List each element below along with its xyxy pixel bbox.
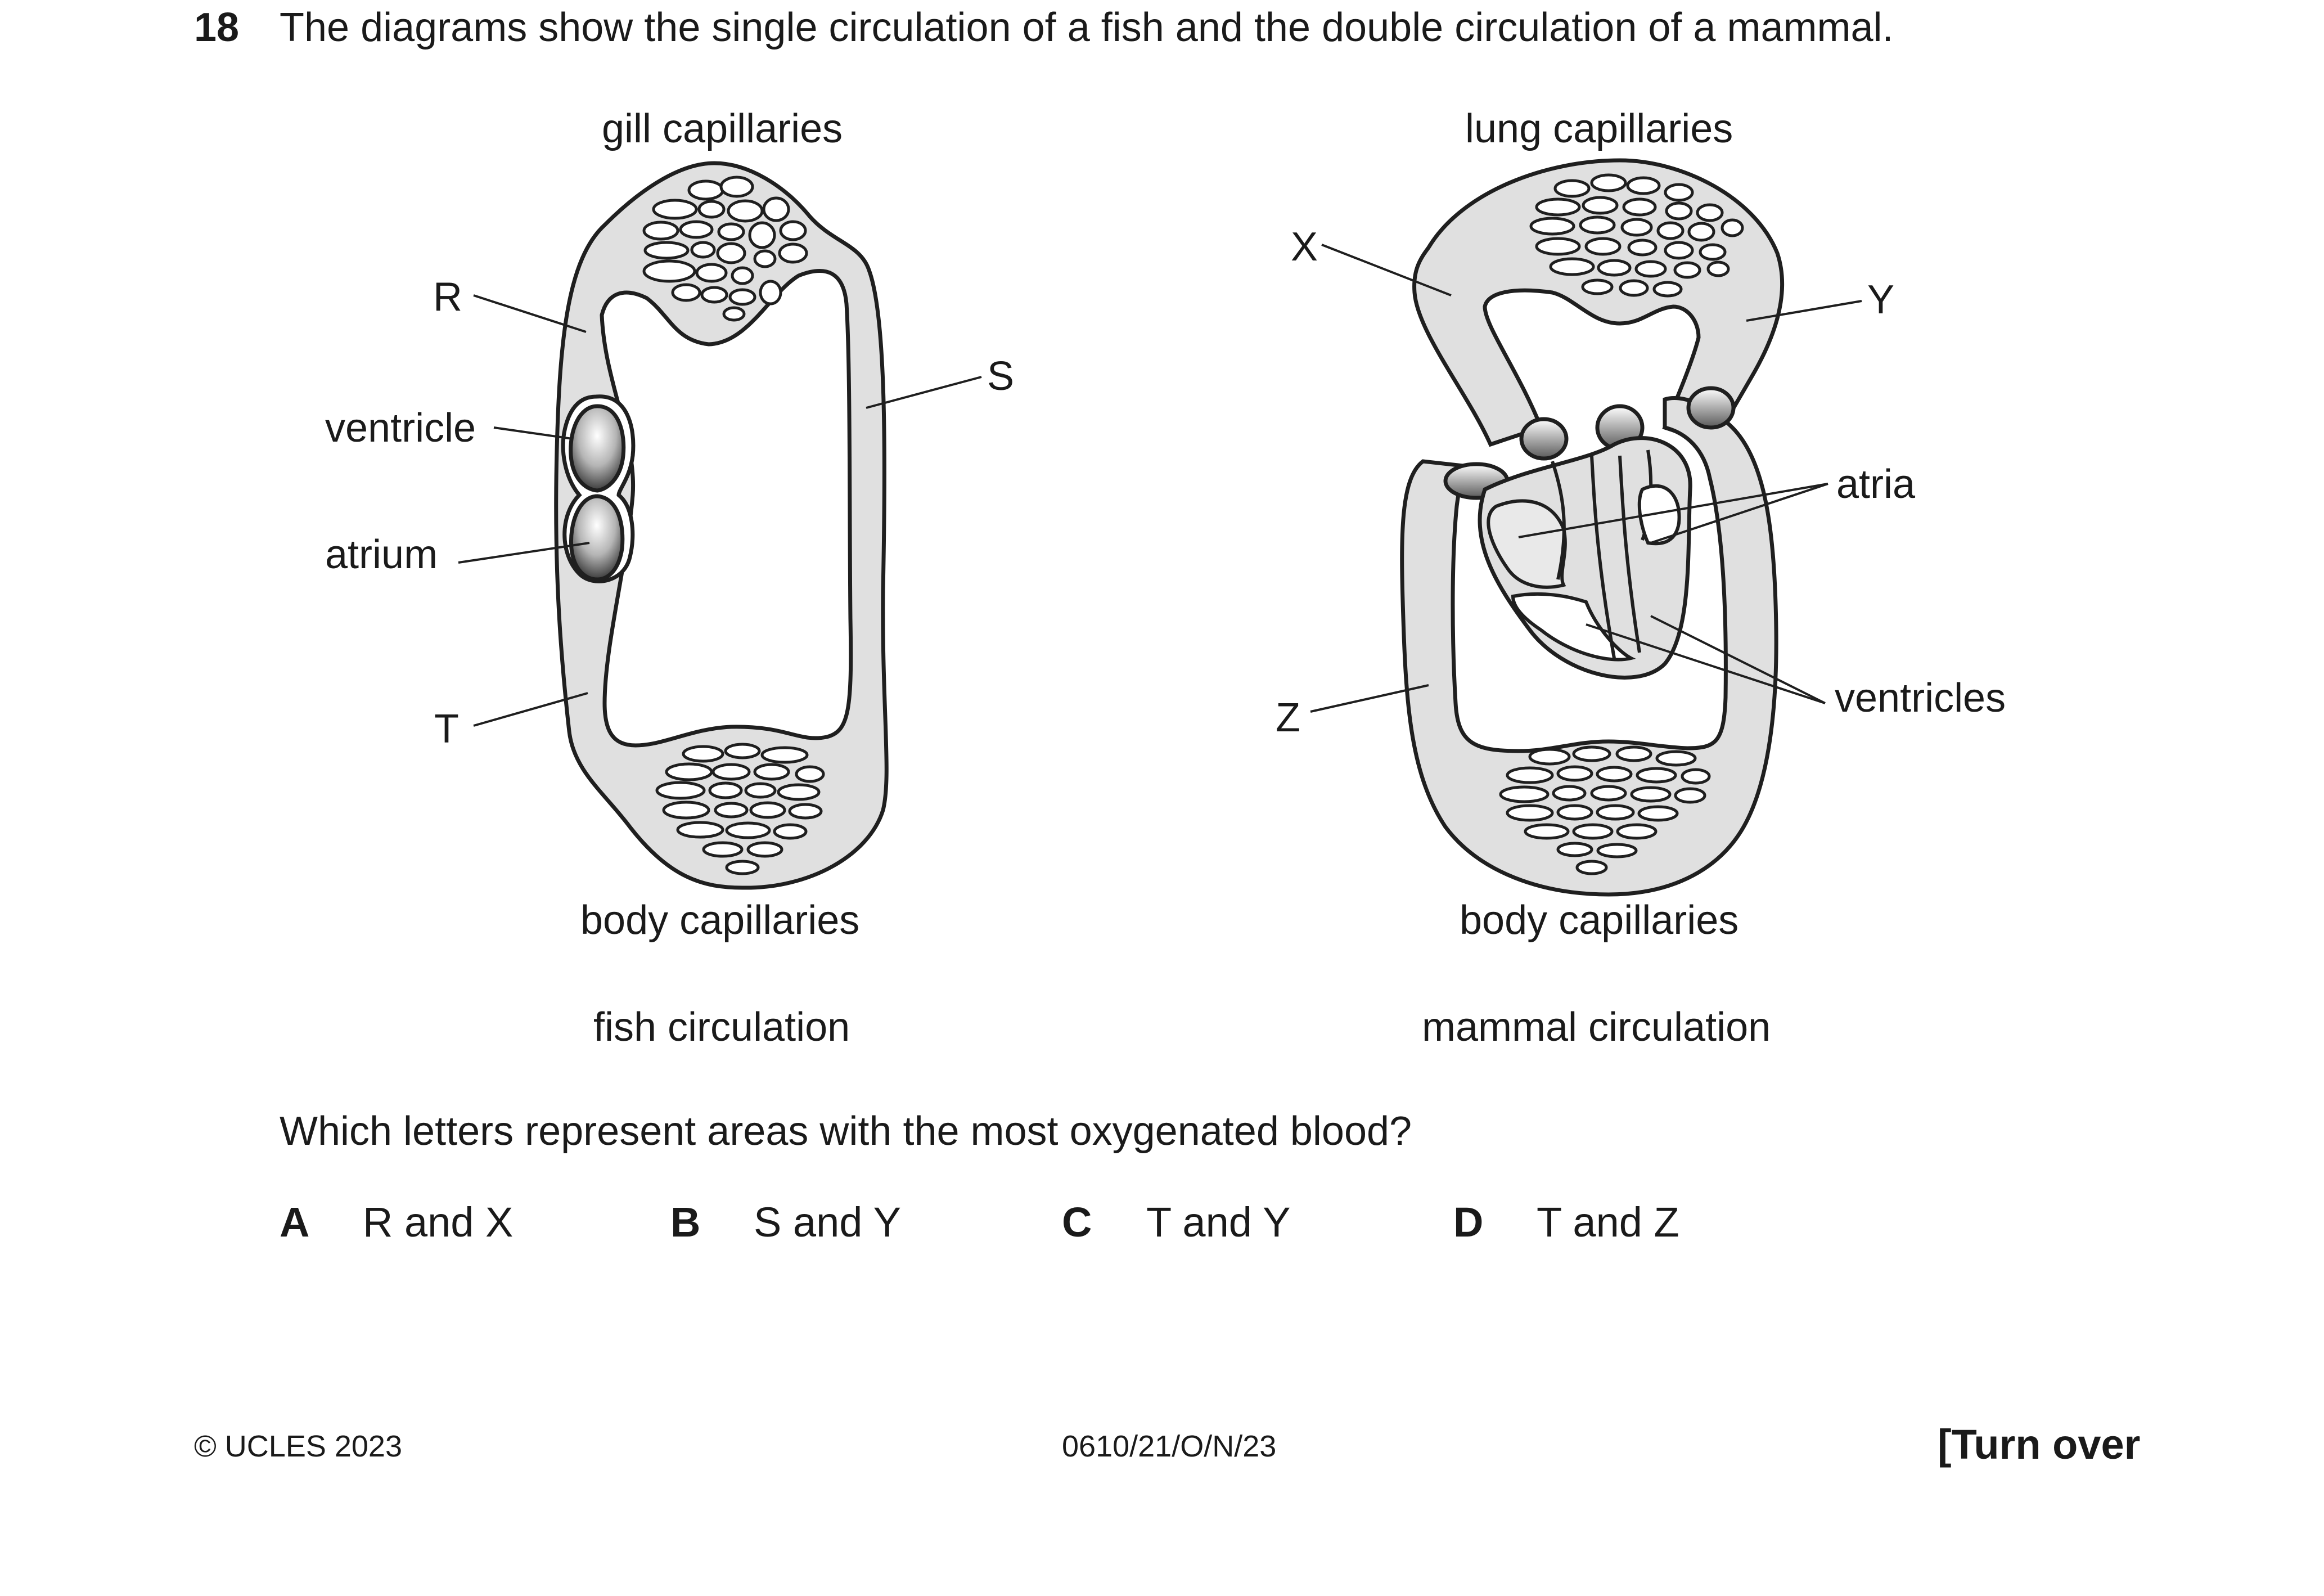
heart-left-atrium bbox=[1487, 499, 1567, 589]
question-number: 18 bbox=[194, 5, 240, 50]
mammal-label-ventricles: ventricles bbox=[1835, 676, 2006, 721]
mammal-label-Z: Z bbox=[1276, 695, 1300, 740]
option-d-text: T and Z bbox=[1537, 1199, 1679, 1246]
question-text: The diagrams show the single circulation… bbox=[280, 5, 1894, 50]
fish-label-ventricle: ventricle bbox=[325, 406, 476, 451]
fish-diagram bbox=[458, 161, 982, 890]
footer-turn-over: [Turn over bbox=[1938, 1421, 2141, 1468]
gill-capillary-cells bbox=[642, 176, 808, 322]
mammal-body-capillary-cells bbox=[1499, 745, 1711, 875]
mammal-caption: mammal circulation bbox=[1422, 1005, 1771, 1050]
vessel-end-pulmonary-a bbox=[1519, 417, 1569, 461]
mammal-diagram bbox=[1310, 158, 1862, 897]
option-c-letter: C bbox=[1062, 1199, 1092, 1246]
mammal-label-X: X bbox=[1291, 224, 1318, 269]
mammal-top-label: lung capillaries bbox=[1465, 106, 1733, 151]
option-b-text: S and Y bbox=[754, 1199, 901, 1246]
heart-left-ventricle bbox=[1511, 592, 1636, 662]
heart-right-atrium bbox=[1637, 484, 1681, 546]
option-d-letter: D bbox=[1453, 1199, 1484, 1246]
mammal-label-atria: atria bbox=[1836, 462, 1916, 507]
fish-bottom-label: body capillaries bbox=[580, 898, 860, 943]
vessel-end-right bbox=[1686, 386, 1736, 430]
fish-label-atrium: atrium bbox=[325, 532, 438, 577]
mammal-label-Y: Y bbox=[1867, 277, 1895, 322]
lung-capillary-cells bbox=[1529, 173, 1744, 298]
option-a-text: R and X bbox=[363, 1199, 514, 1246]
fish-atrium bbox=[569, 494, 625, 582]
option-a-letter: A bbox=[280, 1199, 310, 1246]
fish-ventricle bbox=[569, 404, 626, 493]
fish-top-label: gill capillaries bbox=[602, 106, 843, 151]
question-prompt: Which letters represent areas with the m… bbox=[280, 1109, 1412, 1154]
footer-copyright: © UCLES 2023 bbox=[194, 1429, 402, 1463]
fish-label-S: S bbox=[987, 354, 1015, 399]
fish-body-capillary-cells bbox=[655, 743, 825, 875]
systemic-loop bbox=[1400, 395, 1778, 897]
option-c-text: T and Y bbox=[1146, 1199, 1291, 1246]
fish-label-T: T bbox=[434, 707, 459, 752]
fish-inner-space bbox=[600, 269, 853, 748]
fish-label-R: R bbox=[433, 275, 462, 320]
fish-caption: fish circulation bbox=[593, 1005, 850, 1050]
option-b-letter: B bbox=[670, 1199, 701, 1246]
footer-paper-code: 0610/21/O/N/23 bbox=[1062, 1429, 1277, 1463]
mammal-bottom-label: body capillaries bbox=[1460, 898, 1739, 943]
